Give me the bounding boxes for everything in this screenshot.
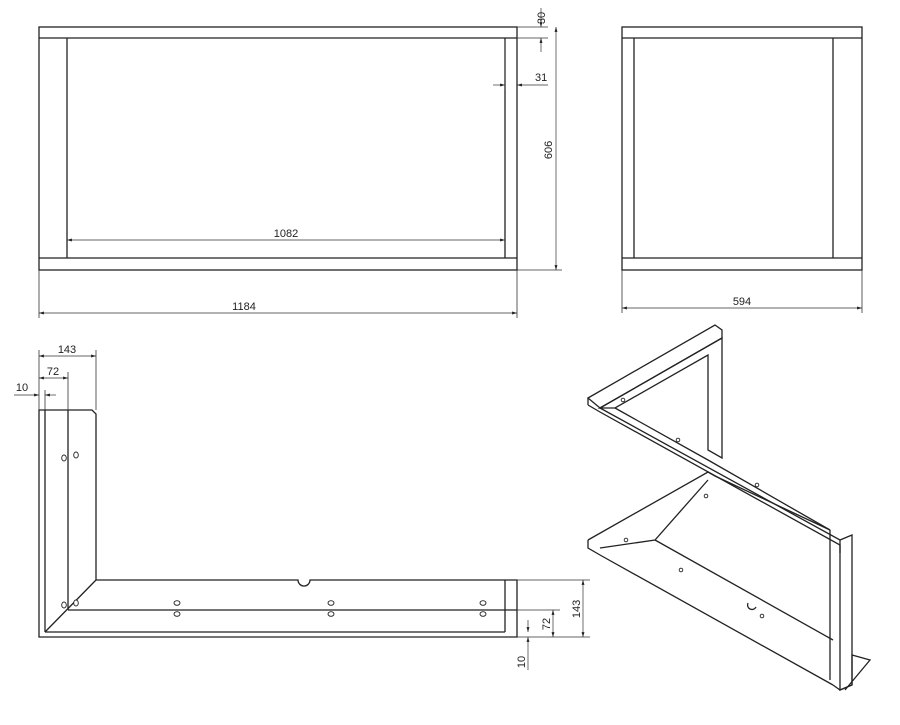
front-view: 30 31 606 1082 1184 bbox=[38, 8, 562, 318]
dim-fold-right: 72 bbox=[541, 618, 553, 630]
dim-flange-right: 143 bbox=[571, 600, 583, 618]
dim-flange-top: 143 bbox=[58, 344, 76, 356]
dim-side-band: 31 bbox=[535, 72, 547, 84]
dim-inner-width: 1082 bbox=[274, 228, 298, 240]
dim-fold-top: 72 bbox=[47, 366, 59, 378]
side-view: 594 bbox=[621, 26, 863, 313]
dim-height: 606 bbox=[543, 141, 555, 159]
dim-lip-top: 10 bbox=[16, 382, 28, 394]
isometric-view bbox=[586, 324, 872, 691]
dim-outer-width: 1184 bbox=[232, 301, 256, 313]
dim-lip-right: 10 bbox=[516, 656, 528, 668]
profile-view: 143 72 10 143 72 10 bbox=[14, 344, 590, 670]
dim-top-band: 30 bbox=[536, 12, 548, 24]
dim-depth: 594 bbox=[733, 296, 751, 308]
